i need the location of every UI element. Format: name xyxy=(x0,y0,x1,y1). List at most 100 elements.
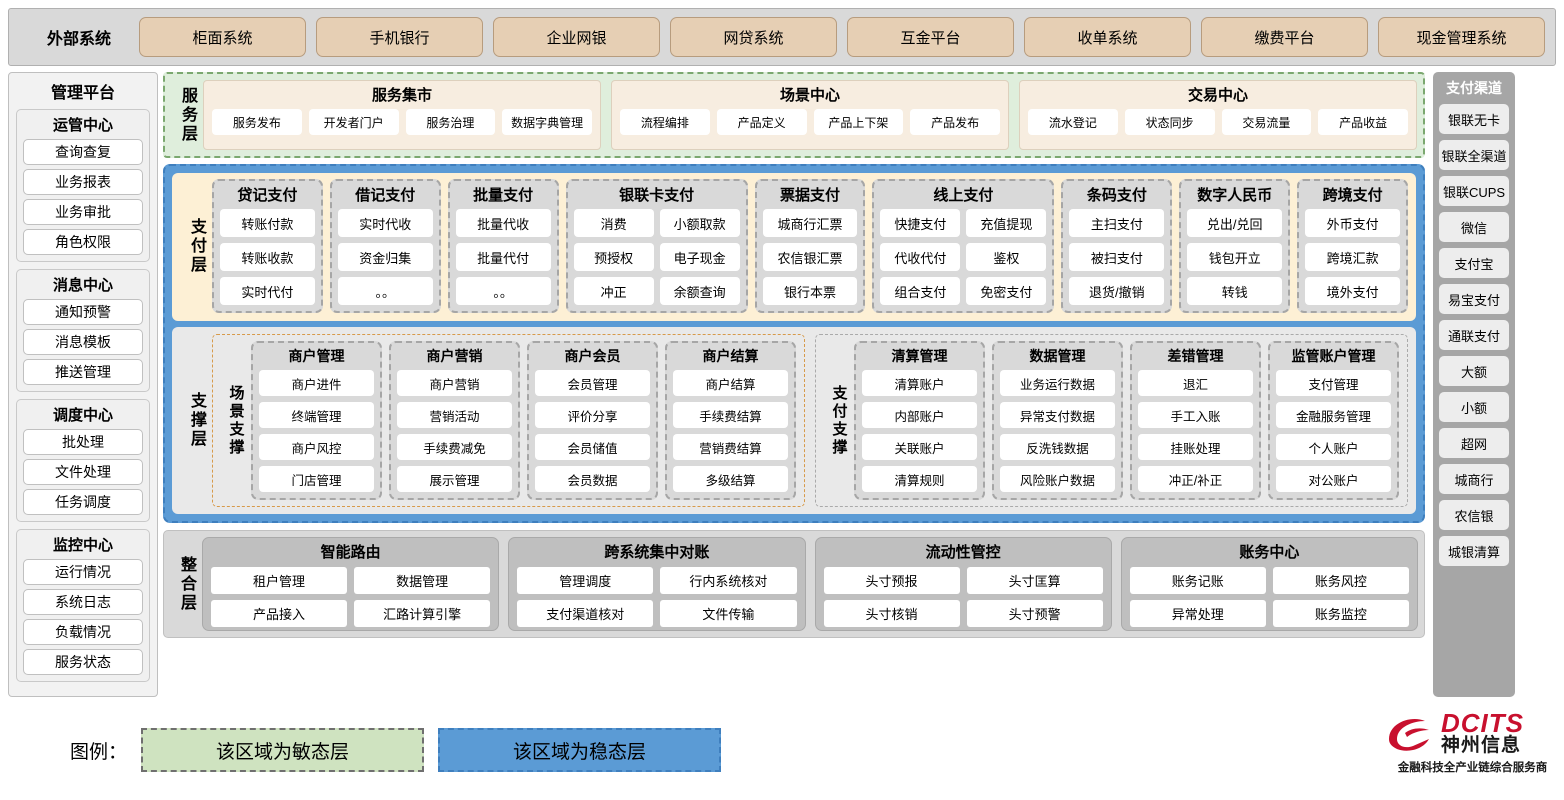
management-item[interactable]: 系统日志 xyxy=(23,589,143,615)
payment-item[interactable]: 退货/撤销 xyxy=(1069,277,1165,305)
payment-channel-item[interactable]: 大额 xyxy=(1439,356,1509,386)
payment-item[interactable]: 兑出/兑回 xyxy=(1187,209,1283,237)
support-item[interactable]: 个人账户 xyxy=(1276,434,1391,460)
support-item[interactable]: 营销费结算 xyxy=(673,434,788,460)
payment-channel-item[interactable]: 银联CUPS xyxy=(1439,176,1509,206)
payment-item[interactable]: 小额取款 xyxy=(659,209,740,237)
support-item[interactable]: 商户营销 xyxy=(397,370,512,396)
payment-item[interactable]: 。。 xyxy=(337,277,433,305)
payment-item[interactable]: 批量代付 xyxy=(455,243,551,271)
support-item[interactable]: 内部账户 xyxy=(862,402,977,428)
payment-item[interactable]: 电子现金 xyxy=(659,243,740,271)
payment-item[interactable]: 组合支付 xyxy=(880,277,961,305)
payment-item[interactable]: 转账付款 xyxy=(220,209,315,237)
payment-item[interactable]: 鉴权 xyxy=(966,243,1047,271)
external-system-item[interactable]: 现金管理系统 xyxy=(1378,17,1545,57)
management-item[interactable]: 业务审批 xyxy=(23,199,143,225)
support-item[interactable]: 会员数据 xyxy=(535,466,650,492)
payment-channel-item[interactable]: 支付宝 xyxy=(1439,248,1509,278)
payment-item[interactable]: 跨境汇款 xyxy=(1305,243,1401,271)
payment-channel-item[interactable]: 超网 xyxy=(1439,428,1509,458)
service-chip[interactable]: 流程编排 xyxy=(620,109,710,135)
support-item[interactable]: 手续费结算 xyxy=(673,402,788,428)
support-item[interactable]: 门店管理 xyxy=(259,466,374,492)
payment-item[interactable]: 代收代付 xyxy=(880,243,961,271)
support-item[interactable]: 会员管理 xyxy=(535,370,650,396)
service-chip[interactable]: 服务发布 xyxy=(212,109,302,135)
management-item[interactable]: 运行情况 xyxy=(23,559,143,585)
external-system-item[interactable]: 缴费平台 xyxy=(1201,17,1368,57)
support-item[interactable]: 挂账处理 xyxy=(1138,434,1253,460)
payment-item[interactable]: 农信银汇票 xyxy=(762,243,858,271)
external-system-item[interactable]: 互金平台 xyxy=(847,17,1014,57)
support-item[interactable]: 冲正/补正 xyxy=(1138,466,1253,492)
payment-channel-item[interactable]: 城银清算 xyxy=(1439,536,1509,566)
payment-item[interactable]: 。。 xyxy=(455,277,551,305)
support-item[interactable]: 商户进件 xyxy=(259,370,374,396)
external-system-item[interactable]: 企业网银 xyxy=(493,17,660,57)
management-item[interactable]: 服务状态 xyxy=(23,649,143,675)
support-item[interactable]: 关联账户 xyxy=(862,434,977,460)
payment-item[interactable]: 外币支付 xyxy=(1305,209,1401,237)
payment-item[interactable]: 主扫支付 xyxy=(1069,209,1165,237)
integration-item[interactable]: 头寸预警 xyxy=(966,600,1103,627)
service-chip[interactable]: 产品发布 xyxy=(910,109,1000,135)
management-item[interactable]: 任务调度 xyxy=(23,489,143,515)
payment-item[interactable]: 资金归集 xyxy=(337,243,433,271)
support-item[interactable]: 对公账户 xyxy=(1276,466,1391,492)
payment-item[interactable]: 充值提现 xyxy=(966,209,1047,237)
support-item[interactable]: 业务运行数据 xyxy=(1000,370,1115,396)
integration-item[interactable]: 头寸核销 xyxy=(823,600,960,627)
payment-item[interactable]: 城商行汇票 xyxy=(762,209,858,237)
external-system-item[interactable]: 网贷系统 xyxy=(670,17,837,57)
integration-item[interactable]: 管理调度 xyxy=(517,567,654,594)
integration-item[interactable]: 产品接入 xyxy=(211,600,348,627)
payment-item[interactable]: 钱包开立 xyxy=(1187,243,1283,271)
integration-item[interactable]: 账务监控 xyxy=(1272,600,1409,627)
payment-item[interactable]: 实时代付 xyxy=(220,277,315,305)
service-chip[interactable]: 产品定义 xyxy=(716,109,807,135)
payment-item[interactable]: 预授权 xyxy=(573,243,654,271)
payment-item[interactable]: 批量代收 xyxy=(455,209,551,237)
management-item[interactable]: 推送管理 xyxy=(23,359,143,385)
integration-item[interactable]: 账务记账 xyxy=(1129,567,1266,594)
management-item[interactable]: 文件处理 xyxy=(23,459,143,485)
service-chip[interactable]: 状态同步 xyxy=(1124,109,1215,135)
management-item[interactable]: 通知预警 xyxy=(23,299,143,325)
payment-channel-item[interactable]: 银联全渠道 xyxy=(1439,140,1509,170)
management-item[interactable]: 批处理 xyxy=(23,429,143,455)
support-item[interactable]: 多级结算 xyxy=(673,466,788,492)
support-item[interactable]: 清算规则 xyxy=(862,466,977,492)
integration-item[interactable]: 异常处理 xyxy=(1129,600,1266,627)
payment-item[interactable]: 被扫支付 xyxy=(1069,243,1165,271)
payment-channel-item[interactable]: 通联支付 xyxy=(1439,320,1509,350)
payment-channel-item[interactable]: 小额 xyxy=(1439,392,1509,422)
support-item[interactable]: 风险账户数据 xyxy=(1000,466,1115,492)
service-chip[interactable]: 产品收益 xyxy=(1318,109,1408,135)
integration-item[interactable]: 头寸预报 xyxy=(823,567,960,594)
support-item[interactable]: 展示管理 xyxy=(397,466,512,492)
payment-channel-item[interactable]: 银联无卡 xyxy=(1439,104,1509,134)
payment-item[interactable]: 转钱 xyxy=(1187,277,1283,305)
payment-channel-item[interactable]: 城商行 xyxy=(1439,464,1509,494)
support-item[interactable]: 终端管理 xyxy=(259,402,374,428)
service-chip[interactable]: 产品上下架 xyxy=(813,109,904,135)
management-item[interactable]: 角色权限 xyxy=(23,229,143,255)
service-chip[interactable]: 交易流量 xyxy=(1221,109,1312,135)
management-item[interactable]: 查询查复 xyxy=(23,139,143,165)
support-item[interactable]: 手续费减免 xyxy=(397,434,512,460)
payment-channel-item[interactable]: 微信 xyxy=(1439,212,1509,242)
service-chip[interactable]: 流水登记 xyxy=(1028,109,1118,135)
management-item[interactable]: 负载情况 xyxy=(23,619,143,645)
support-item[interactable]: 商户结算 xyxy=(673,370,788,396)
payment-item[interactable]: 余额查询 xyxy=(659,277,740,305)
support-item[interactable]: 评价分享 xyxy=(535,402,650,428)
support-item[interactable]: 异常支付数据 xyxy=(1000,402,1115,428)
support-item[interactable]: 会员储值 xyxy=(535,434,650,460)
support-item[interactable]: 退汇 xyxy=(1138,370,1253,396)
support-item[interactable]: 清算账户 xyxy=(862,370,977,396)
external-system-item[interactable]: 手机银行 xyxy=(316,17,483,57)
payment-item[interactable]: 冲正 xyxy=(573,277,654,305)
support-item[interactable]: 手工入账 xyxy=(1138,402,1253,428)
service-chip[interactable]: 开发者门户 xyxy=(308,109,399,135)
